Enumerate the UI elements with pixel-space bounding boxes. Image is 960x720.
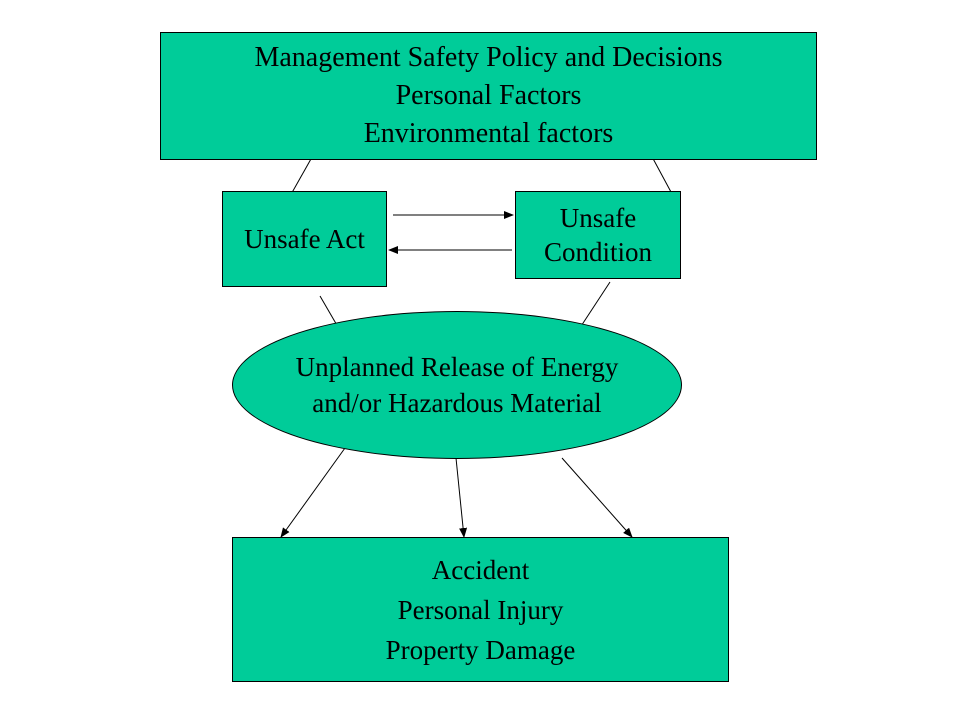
accident-line-1: Accident [431, 554, 530, 585]
unsafe-condition-line-2: Condition [543, 237, 652, 267]
unsafe-condition-line-1: Unsafe [559, 203, 637, 233]
management-factors-box: Management Safety Policy and Decisions P… [160, 32, 817, 160]
arrow-release-to-accident [455, 457, 468, 538]
management-line-1: Management Safety Policy and Decisions [254, 42, 723, 73]
arrow-release-to-accident [280, 447, 346, 538]
management-line-3: Environmental factors [363, 118, 614, 149]
unsafe-condition-box: Unsafe Condition [515, 191, 681, 279]
unsafe-act-label: Unsafe Act [244, 224, 365, 254]
accident-outcomes-box: Accident Personal Injury Property Damage [232, 537, 729, 682]
accident-line-2: Personal Injury [397, 594, 564, 625]
energy-release-ellipse: Unplanned Release of Energy and/or Hazar… [232, 311, 682, 459]
unsafe-act-box: Unsafe Act [222, 191, 387, 287]
release-line-1: Unplanned Release of Energy [295, 352, 619, 382]
arrow-release-to-accident [561, 457, 633, 538]
management-line-2: Personal Factors [395, 80, 582, 111]
release-line-2: and/or Hazardous Material [312, 388, 602, 418]
accident-line-3: Property Damage [385, 634, 576, 665]
